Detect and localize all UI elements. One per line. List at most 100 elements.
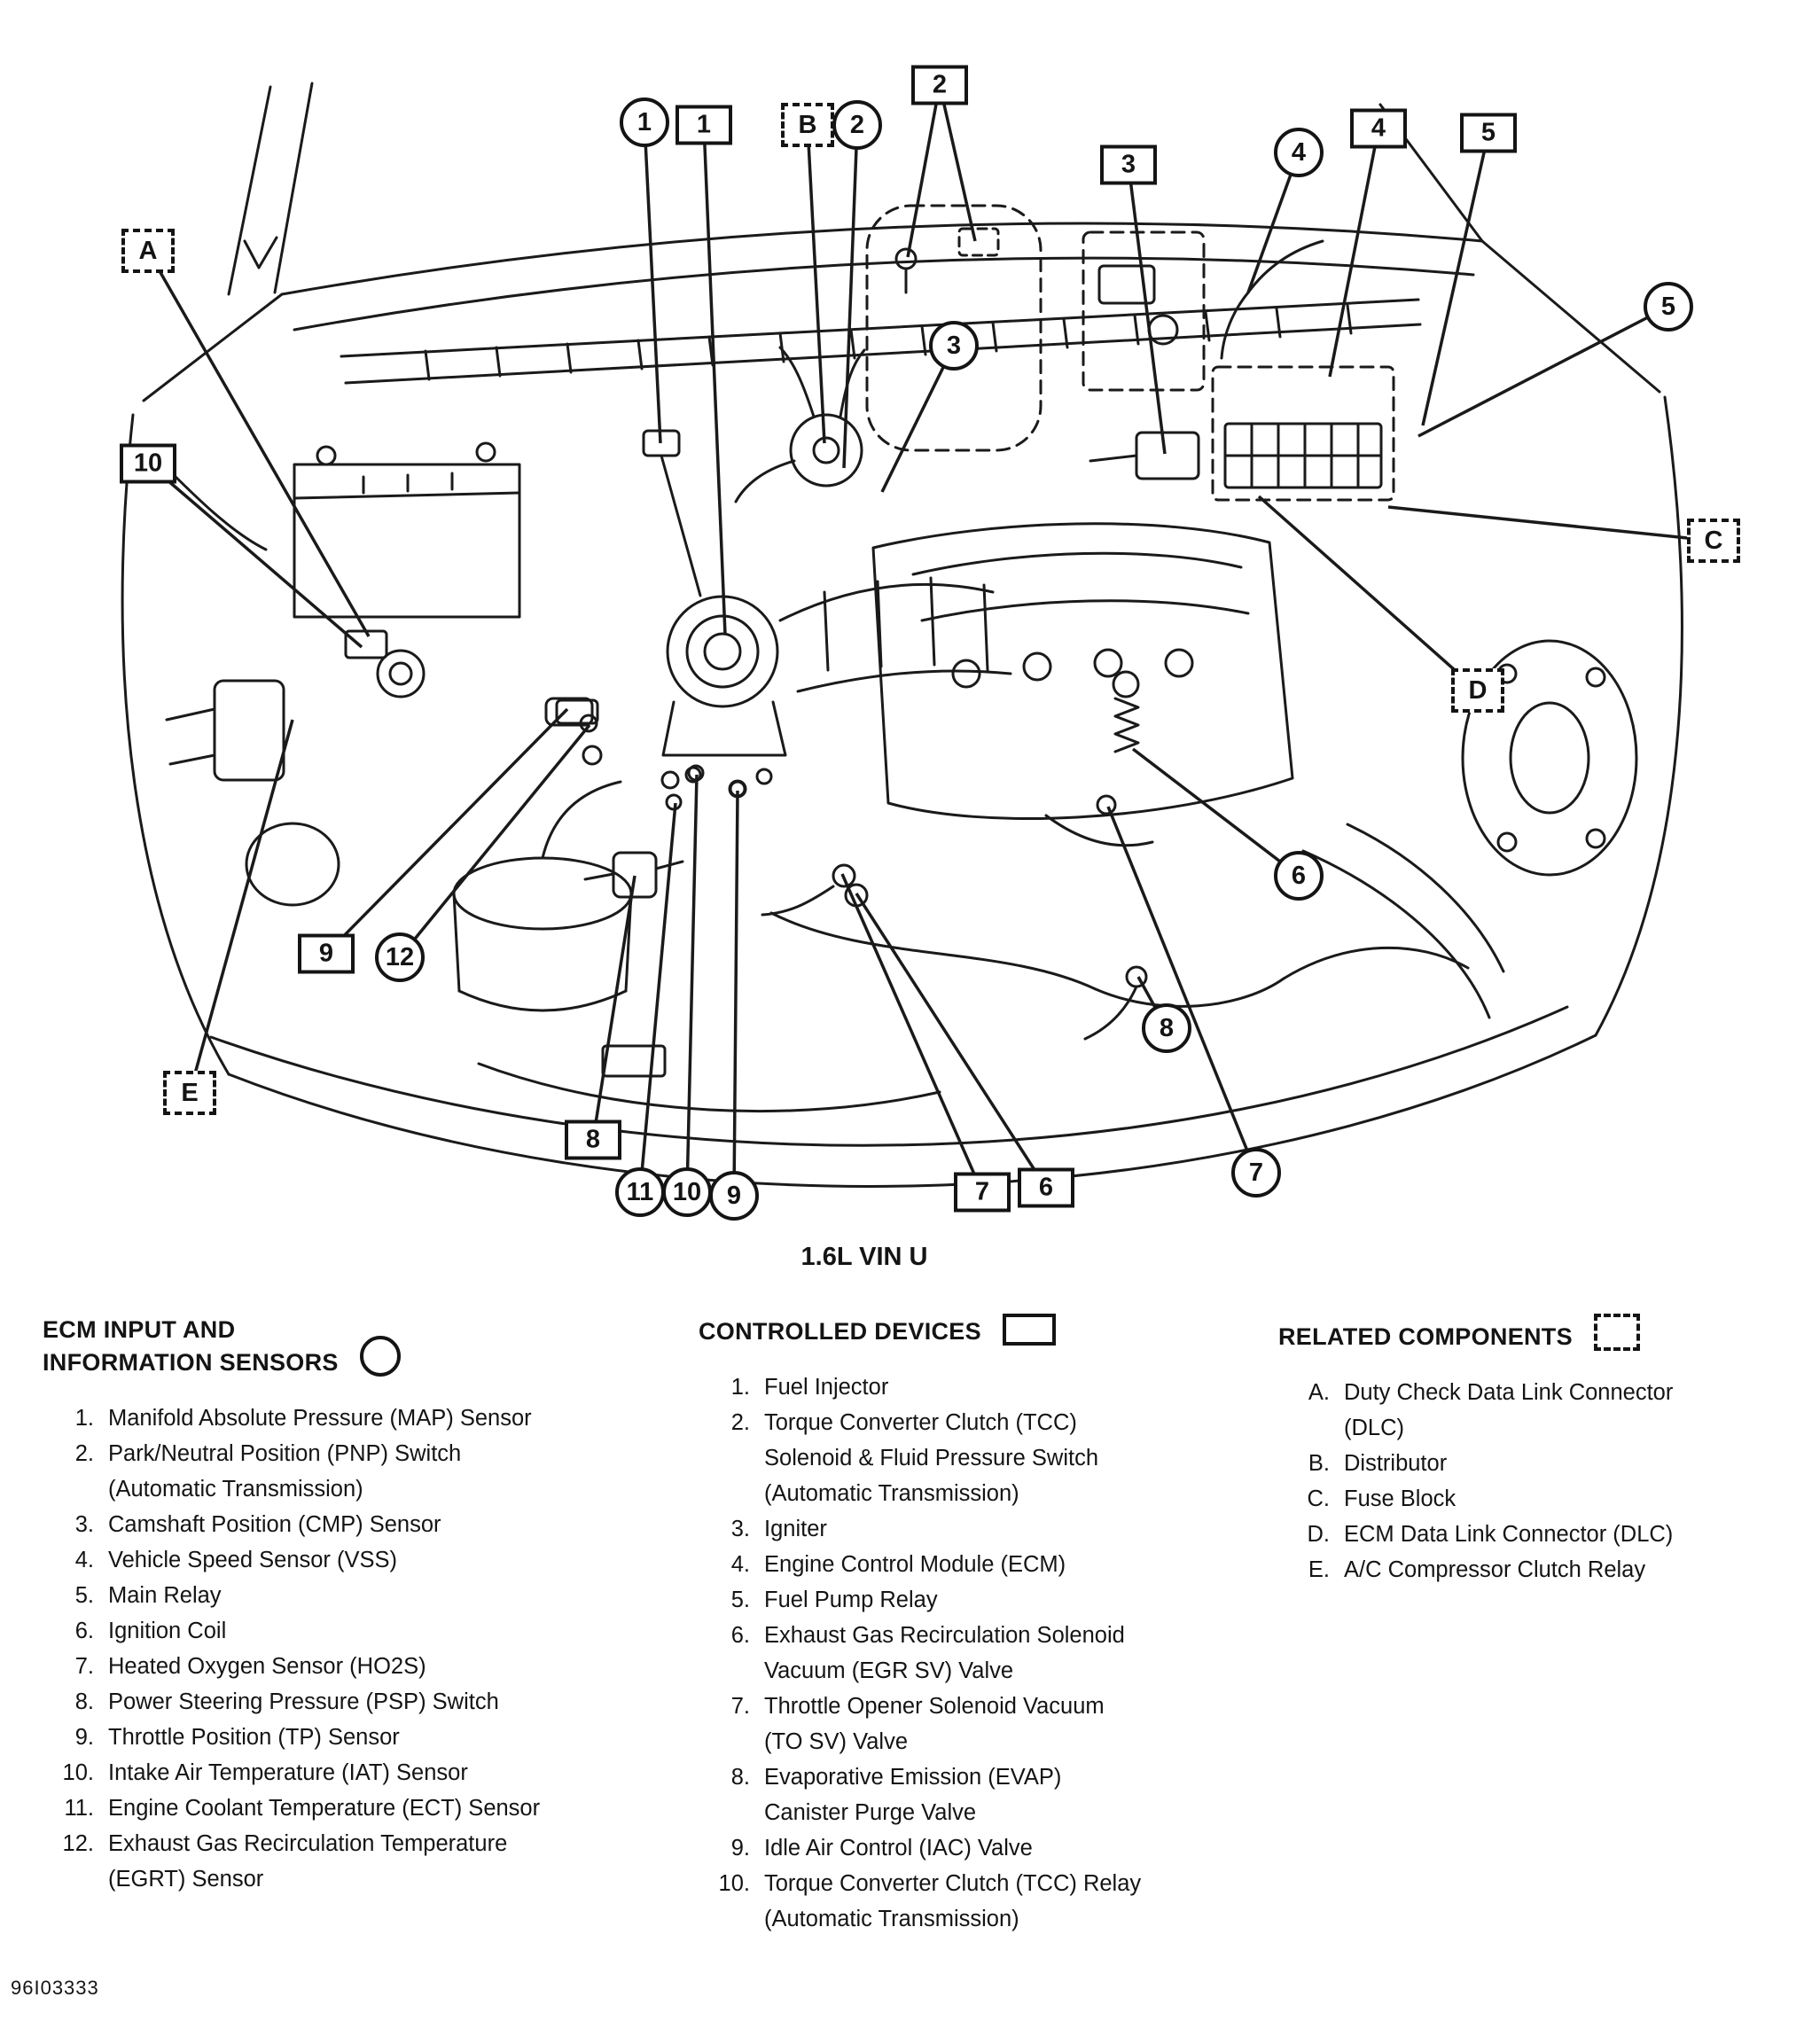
legend-item: C. Fuse Block — [1278, 1481, 1798, 1517]
callout-square-8: 8 — [565, 1120, 621, 1160]
legend-item-number: 10. — [718, 1871, 750, 1896]
callout-dashed-c: C — [1687, 519, 1740, 563]
legend-item-number: 2. — [74, 1441, 94, 1466]
callout-dashed-e: E — [163, 1071, 216, 1115]
legend-item-text: Exhaust Gas Recirculation Solenoid Vacuu… — [764, 1623, 1125, 1683]
legend-column-devices: CONTROLLED DEVICES 1. Fuel Injector 2. Torqu… — [699, 1314, 1269, 1937]
legend-item-text: Fuse Block — [1344, 1486, 1456, 1511]
callout-dashed-a: A — [121, 229, 175, 273]
callout-circle-2: 2 — [832, 100, 882, 150]
legend-item-number: 11. — [64, 1796, 94, 1821]
legend-item-number: 12. — [62, 1831, 94, 1856]
legend-item: 8. Power Steering Pressure (PSP) Switch — [43, 1684, 663, 1720]
legend-item-text: Fuel Pump Relay — [764, 1588, 938, 1612]
legend-item: 1. Fuel Injector — [699, 1369, 1269, 1405]
legend-item-number: 7. — [74, 1654, 94, 1679]
legend-item-text: Ignition Coil — [108, 1619, 227, 1643]
legend-item-text: Exhaust Gas Recirculation Temperature (E… — [108, 1831, 508, 1892]
legend-item-text: Camshaft Position (CMP) Sensor — [108, 1512, 441, 1537]
legend-item-text: Heated Oxygen Sensor (HO2S) — [108, 1654, 426, 1679]
legend-item: 10. Torque Converter Clutch (TCC) Relay (… — [699, 1866, 1269, 1937]
legend-item-text: Evaporative Emission (EVAP) Canister Pur… — [764, 1765, 1062, 1825]
legend-item: 9. Throttle Position (TP) Sensor — [43, 1720, 663, 1755]
callout-square-2: 2 — [911, 65, 968, 105]
legend-item-number: 3. — [74, 1512, 94, 1537]
legend-item-text: Throttle Opener Solenoid Vacuum (TO SV) … — [764, 1694, 1105, 1754]
legend-item-text: Power Steering Pressure (PSP) Switch — [108, 1689, 499, 1714]
legend-item-text: Engine Control Module (ECM) — [764, 1552, 1066, 1577]
callout-square-6: 6 — [1018, 1167, 1074, 1208]
callout-dashed-d: D — [1451, 668, 1504, 713]
engine-line-art — [121, 82, 1714, 1197]
legend-item: 12. Exhaust Gas Recirculation Temperature… — [43, 1826, 663, 1897]
legend-item-number: B. — [1308, 1451, 1330, 1476]
legend-header-related: RELATED COMPONENTS — [1278, 1314, 1798, 1354]
callout-circle-5: 5 — [1644, 282, 1693, 332]
legend-item-text: Idle Air Control (IAC) Valve — [764, 1836, 1033, 1861]
callout-circle-11: 11 — [615, 1167, 665, 1217]
legend-item: A.Duty Check Data Link Connector (DLC) — [1278, 1375, 1798, 1446]
callout-square-1: 1 — [676, 105, 732, 145]
legend-item: E.A/C Compressor Clutch Relay — [1278, 1552, 1798, 1588]
legend-item: 2. Torque Converter Clutch (TCC) Solenoid… — [699, 1405, 1269, 1511]
legend-item: 7.Throttle Opener Solenoid Vacuum (TO SV… — [699, 1689, 1269, 1759]
legend-item: 9. Idle Air Control (IAC) Valve — [699, 1830, 1269, 1866]
legend-item: 5.Main Relay — [43, 1578, 663, 1613]
legend-item: 5. Fuel Pump Relay — [699, 1582, 1269, 1618]
callout-circle-12: 12 — [375, 932, 425, 982]
legend-item-text: Manifold Absolute Pressure (MAP) Sensor — [108, 1406, 532, 1431]
legend-item-text: Torque Converter Clutch (TCC) Solenoid &… — [764, 1410, 1099, 1506]
legend-item: 6. Exhaust Gas Recirculation Solenoid Vac… — [699, 1618, 1269, 1689]
callout-square-9: 9 — [298, 933, 355, 974]
legend-item-number: 10. — [62, 1760, 94, 1785]
legend-item-text: Fuel Injector — [764, 1375, 889, 1400]
callout-circle-4: 4 — [1274, 128, 1324, 177]
callout-square-7: 7 — [954, 1172, 1011, 1213]
callout-circle-1: 1 — [620, 98, 669, 147]
legend-item-number: E. — [1308, 1557, 1330, 1582]
legend-item: D.ECM Data Link Connector (DLC) — [1278, 1517, 1798, 1552]
legend-item: B.Distributor — [1278, 1446, 1798, 1481]
legend-item-text: Main Relay — [108, 1583, 222, 1608]
legend-item-text: ECM Data Link Connector (DLC) — [1344, 1522, 1674, 1547]
callout-circle-7: 7 — [1231, 1148, 1281, 1198]
legend-item-number: 8. — [74, 1689, 94, 1714]
legend-title: RELATED COMPONENTS — [1278, 1323, 1573, 1350]
legend-header-devices: CONTROLLED DEVICES — [699, 1314, 1269, 1348]
legend-items: 1. Fuel Injector 2. Torque Converter Clutch… — [699, 1369, 1269, 1937]
square-symbol — [1002, 1314, 1056, 1346]
dashed-symbol — [1593, 1314, 1640, 1351]
legend-item-number: C. — [1307, 1486, 1331, 1511]
legend-item-number: 2. — [730, 1410, 750, 1435]
legend-item: 10. Intake Air Temperature (IAT) Sensor — [43, 1755, 663, 1790]
legend-item: 11.Engine Coolant Temperature (ECT) Sens… — [43, 1790, 663, 1826]
legend-item-number: 9. — [730, 1836, 750, 1861]
circle-symbol — [359, 1336, 401, 1377]
figure-code: 96I03333 — [11, 1977, 99, 1999]
legend-item-text: Duty Check Data Link Connector (DLC) — [1344, 1380, 1674, 1440]
legend-item-number: 1. — [74, 1406, 94, 1431]
legend-items: 1. Manifold Absolute Pressure (MAP) Senso… — [43, 1400, 663, 1897]
legend-item: 4. Vehicle Speed Sensor (VSS) — [43, 1542, 663, 1578]
legend-item: 7. Heated Oxygen Sensor (HO2S) — [43, 1649, 663, 1684]
legend-item-text: Throttle Position (TP) Sensor — [108, 1725, 400, 1750]
legend-item-number: 6. — [730, 1623, 750, 1648]
callout-circle-8: 8 — [1142, 1003, 1191, 1053]
legend-item: 3. Camshaft Position (CMP) Sensor — [43, 1507, 663, 1542]
legend-item-text: Intake Air Temperature (IAT) Sensor — [108, 1760, 468, 1785]
legend-item-number: 9. — [74, 1725, 94, 1750]
legend-item-text: Vehicle Speed Sensor (VSS) — [108, 1548, 398, 1572]
legend-item-number: 5. — [730, 1588, 750, 1612]
legend-item-text: Torque Converter Clutch (TCC) Relay (Aut… — [764, 1871, 1142, 1931]
legend-item-number: 1. — [730, 1375, 750, 1400]
legend-item: 3.Igniter — [699, 1511, 1269, 1547]
legend-item: 4.Engine Control Module (ECM) — [699, 1547, 1269, 1582]
legend-item-number: 4. — [74, 1548, 94, 1572]
callout-dashed-b: B — [781, 103, 834, 147]
legend-item: 2.Park/Neutral Position (PNP) Switch (Au… — [43, 1436, 663, 1507]
callout-circle-10: 10 — [662, 1167, 712, 1217]
